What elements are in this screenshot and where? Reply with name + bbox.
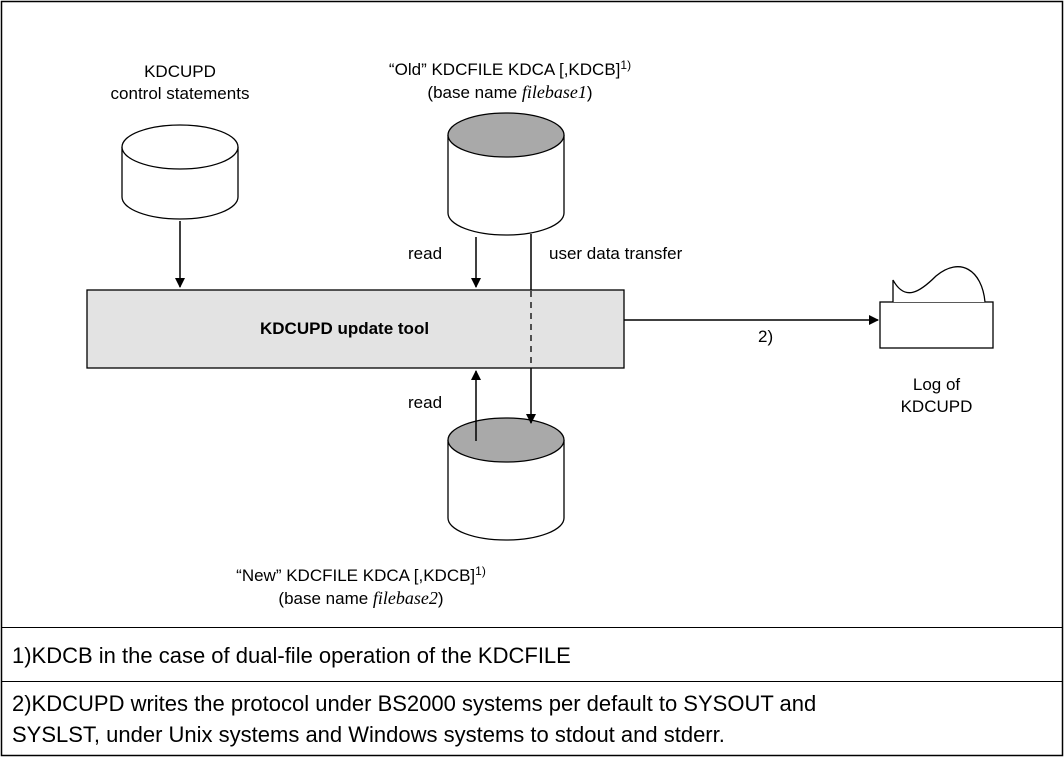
new-kdcfile-base-name: (base name filebase2) bbox=[278, 588, 444, 608]
old-kdcfile-cylinder bbox=[447, 112, 565, 236]
old-kdcfile-cylinder-top bbox=[447, 112, 565, 158]
update-tool-label: KDCUPD update tool bbox=[260, 319, 430, 338]
read-bottom-label: read bbox=[408, 393, 443, 412]
footnote-2-line1: 2)KDCUPD writes the protocol under BS200… bbox=[12, 691, 817, 716]
footnote-divider-2 bbox=[2, 681, 1062, 682]
footnote-divider-1 bbox=[2, 627, 1062, 628]
log-label: Log of KDCUPD bbox=[880, 374, 993, 418]
old-kdcfile-title: “Old” KDCFILE KDCA [,KDCB]1) bbox=[388, 58, 632, 79]
new-kdcfile-cylinder bbox=[447, 417, 565, 541]
footnote-2: 2)KDCUPD writes the protocol under BS200… bbox=[12, 688, 816, 750]
new-kdcfile-label: “New” KDCFILE KDCA [,KDCB]1) (base name … bbox=[220, 565, 502, 610]
control-statements-cylinder bbox=[121, 124, 239, 220]
old-kdcfile-base-name: (base name filebase1) bbox=[427, 82, 593, 102]
log-label-line1: Log of bbox=[912, 375, 961, 394]
log-arrow-label: 2) bbox=[758, 327, 774, 346]
new-kdcfile-cylinder-top bbox=[447, 417, 565, 463]
log-printout-icon bbox=[879, 266, 994, 349]
user-data-transfer-label: user data transfer bbox=[549, 244, 683, 263]
old-kdcfile-label: “Old” KDCFILE KDCA [,KDCB]1) (base name … bbox=[370, 59, 650, 104]
footnote-2-line2: SYSLST, under Unix systems and Windows s… bbox=[12, 722, 725, 747]
control-statements-title: KDCUPD bbox=[144, 62, 216, 81]
control-statements-subtitle: control statements bbox=[110, 84, 250, 103]
control-statements-label: KDCUPD control statements bbox=[110, 61, 250, 105]
new-kdcfile-title: “New” KDCFILE KDCA [,KDCB]1) bbox=[236, 564, 486, 585]
update-tool-box bbox=[86, 289, 625, 369]
read-top-label: read bbox=[408, 244, 443, 263]
footnote-1: 1)KDCB in the case of dual-file operatio… bbox=[12, 643, 571, 668]
log-label-line2: KDCUPD bbox=[900, 397, 973, 416]
